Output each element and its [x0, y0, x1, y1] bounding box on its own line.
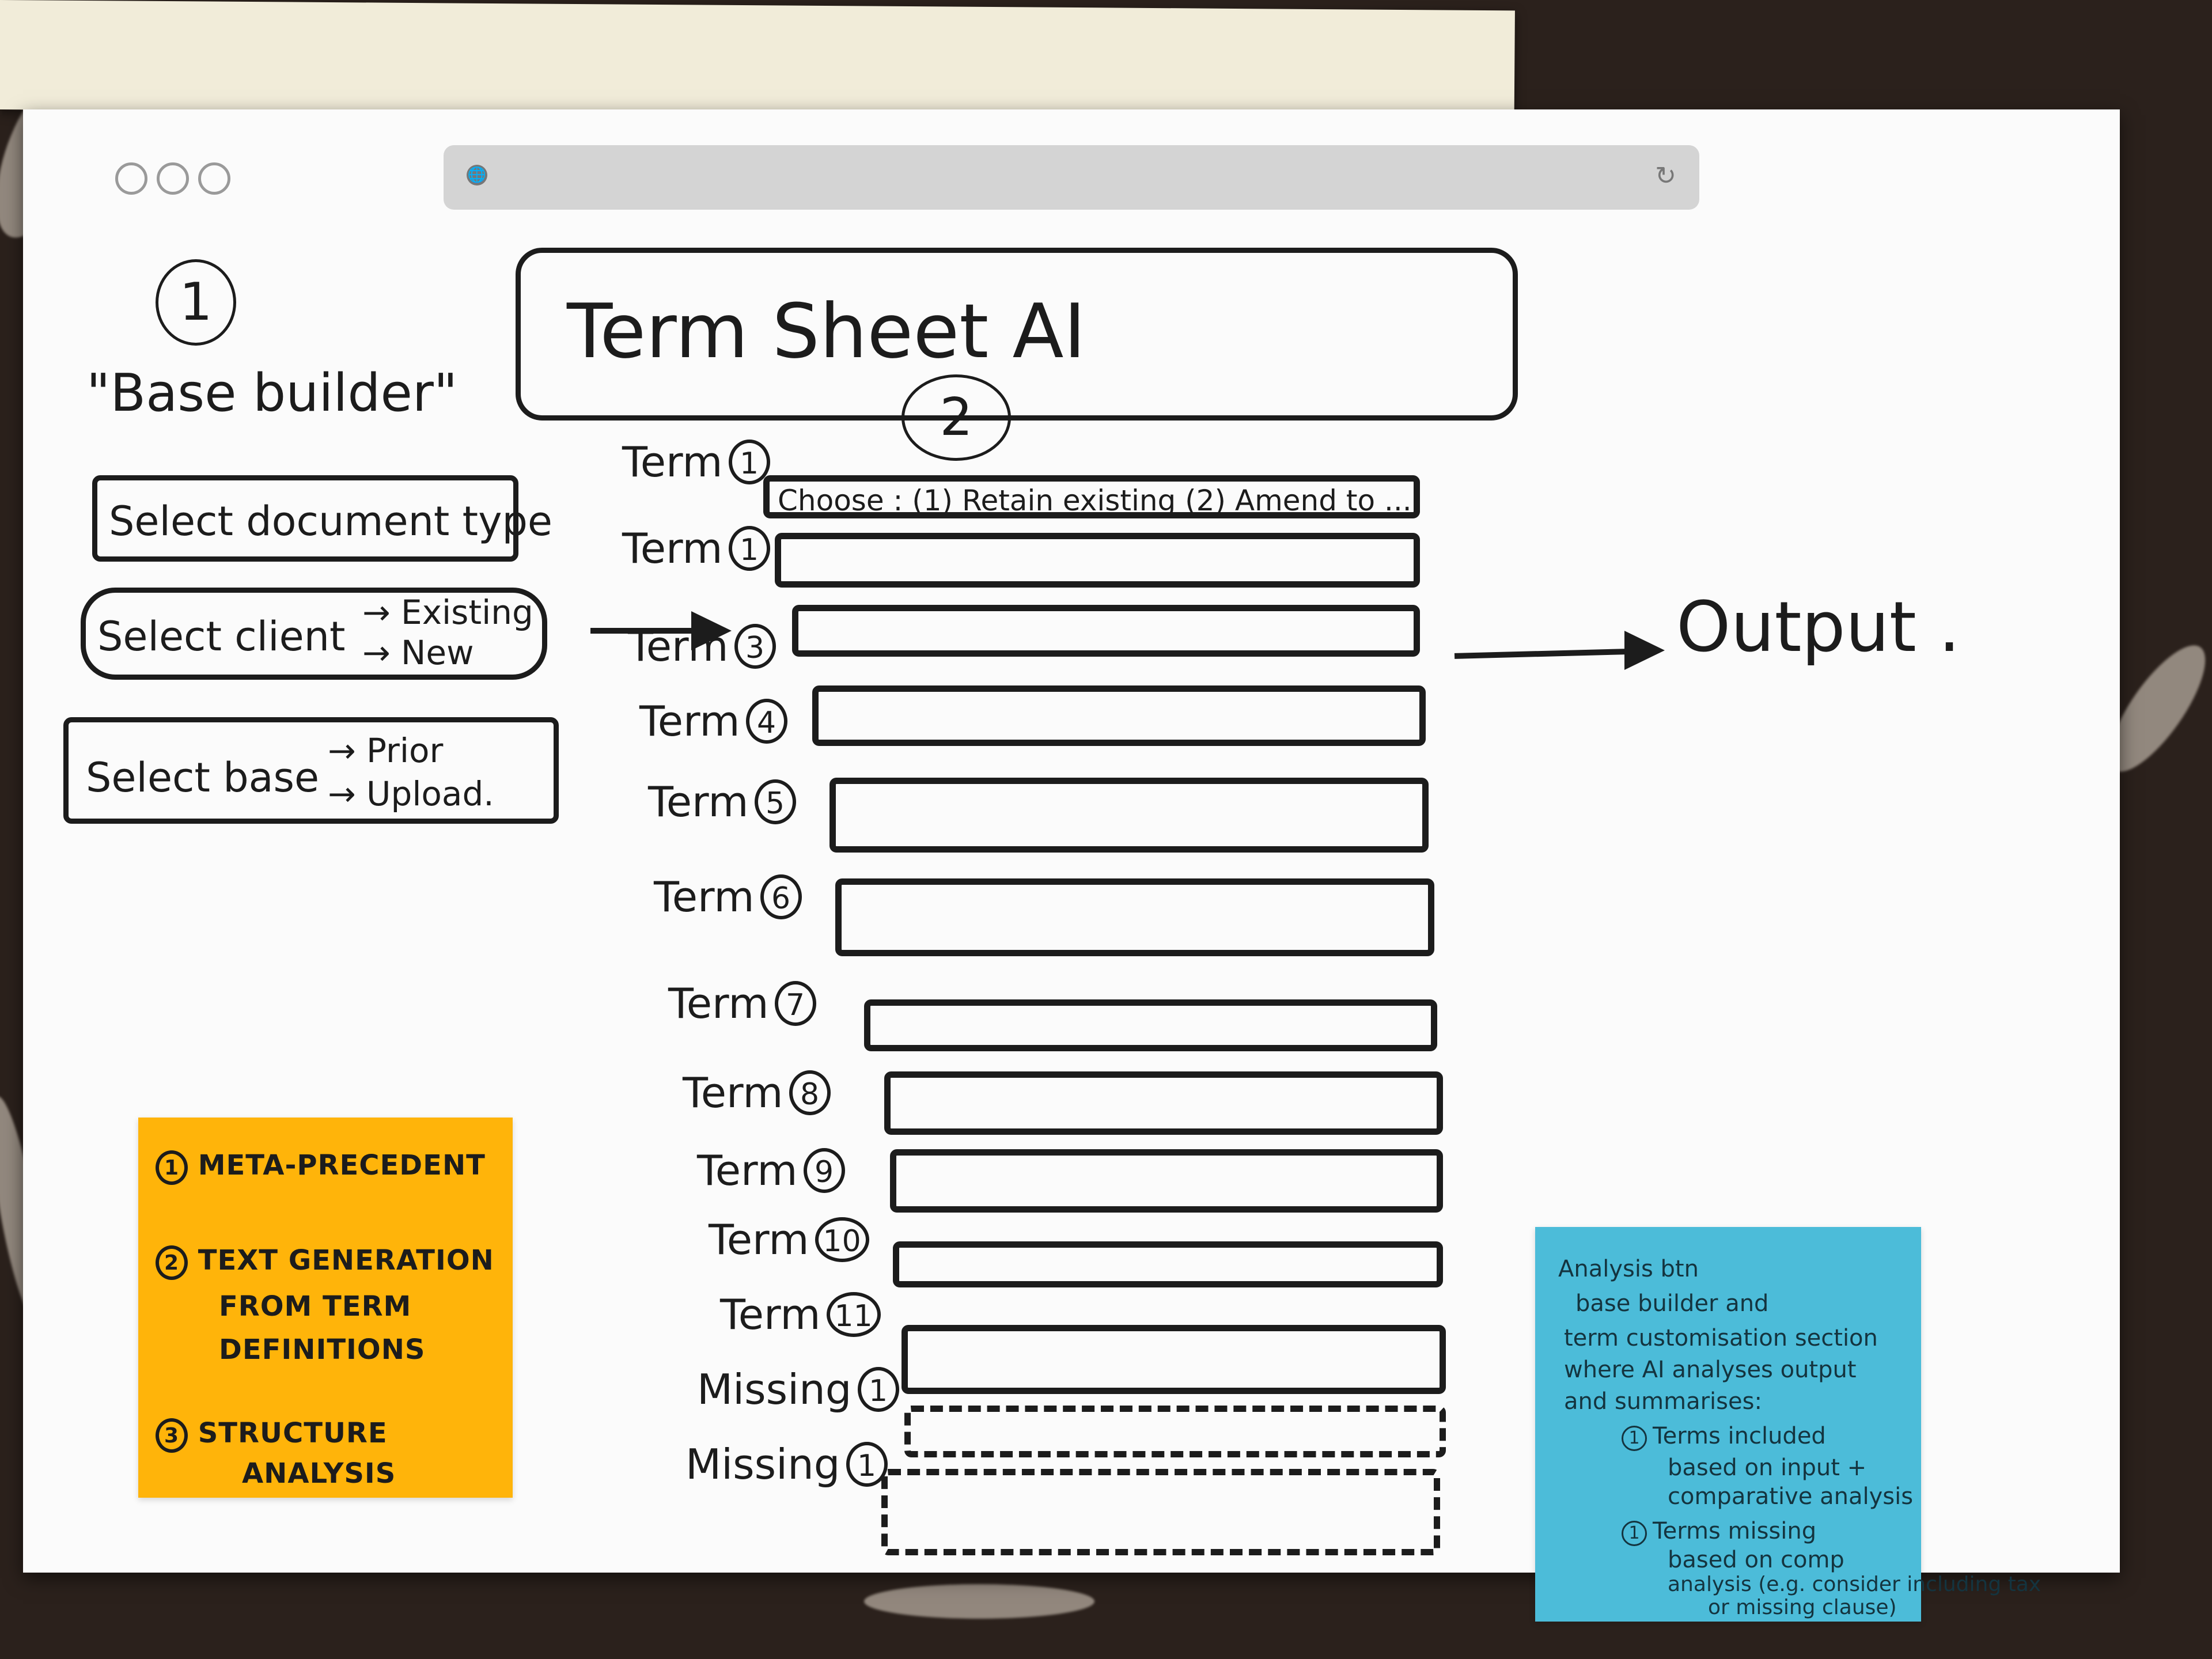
term-field[interactable]: Choose : (1) Retain existing (2) Amend t… — [763, 475, 1421, 518]
window-minimize-button[interactable] — [157, 162, 189, 195]
term-field[interactable] — [792, 605, 1420, 657]
yellow-note-line: META-PRECEDENT — [198, 1149, 486, 1181]
yellow-note-line: TEXT GENERATION — [198, 1244, 494, 1277]
missing-term-field[interactable] — [904, 1406, 1446, 1457]
arrow-to-terms — [590, 628, 694, 634]
blue-note-line: Terms missing — [1653, 1518, 1817, 1544]
client-option-new-label: New — [401, 633, 474, 672]
select-document-type-button[interactable]: Select document type — [92, 475, 552, 562]
client-option-new[interactable]: → New — [362, 633, 474, 672]
reload-icon[interactable]: ↻ — [1655, 161, 1676, 191]
blue-note-line: or missing clause) — [1708, 1596, 1897, 1619]
sticky-note-blue: Analysis btn base builder and term custo… — [1535, 1227, 2041, 1622]
title-bar: Term Sheet AI — [516, 248, 1518, 421]
yellow-note-line: FROM TERM — [219, 1290, 412, 1323]
blue-note-line: and summarises: — [1564, 1388, 1762, 1415]
sketch-sheet: 🌐 ↻ 1 2 Term Sheet AI "Base builder" Sel… — [23, 109, 2120, 1622]
blue-note-line: base builder and — [1575, 1290, 1769, 1317]
term-field[interactable] — [902, 1325, 1446, 1394]
sticky-note-yellow: 1 META-PRECEDENT 2 TEXT GENERATION FROM … — [138, 1118, 513, 1498]
globe-icon: 🌐 — [467, 165, 487, 185]
blue-note-line: where AI analyses output — [1564, 1357, 1857, 1383]
arrow-to-terms-head — [691, 611, 732, 650]
select-client-button[interactable]: Select client → Existing → New — [81, 588, 547, 680]
term-field[interactable] — [890, 1149, 1443, 1213]
select-client-label: Select client — [97, 613, 346, 660]
arrow-to-output-head — [1624, 631, 1665, 670]
base-option-prior-label: Prior — [366, 731, 444, 770]
blue-note-line: based on comp — [1668, 1547, 1844, 1573]
missing-term-field[interactable] — [881, 1469, 1440, 1555]
url-bar[interactable]: 🌐 ↻ — [444, 145, 1699, 210]
blue-note-line: comparative analysis — [1668, 1483, 1914, 1510]
blue-note-line: Analysis btn — [1558, 1256, 1699, 1282]
term-field[interactable] — [830, 778, 1429, 853]
background-paper — [0, 0, 1515, 120]
step-1-marker: 1 — [156, 259, 236, 346]
page-title: Term Sheet AI — [567, 287, 1086, 375]
term-choice-text: Choose : (1) Retain existing (2) Amend t… — [778, 484, 1421, 517]
yellow-note-line: DEFINITIONS — [219, 1334, 426, 1366]
yellow-note-line: ANALYSIS — [242, 1457, 396, 1490]
base-option-prior[interactable]: → Prior — [328, 731, 444, 770]
window-maximize-button[interactable] — [198, 162, 230, 195]
yellow-note-line: STRUCTURE — [198, 1417, 388, 1449]
term-field[interactable] — [893, 1241, 1443, 1287]
base-option-upload[interactable]: → Upload. — [328, 774, 494, 813]
arrow-to-output — [1454, 649, 1628, 659]
term-field[interactable] — [835, 878, 1434, 956]
blue-note-line: term customisation section — [1564, 1325, 1878, 1351]
client-option-existing-label: Existing — [401, 593, 533, 632]
blue-note-line: analysis (e.g. consider including tax — [1668, 1573, 2041, 1596]
base-option-upload-label: Upload. — [366, 774, 494, 813]
term-field[interactable] — [812, 685, 1426, 746]
client-option-existing[interactable]: → Existing — [362, 593, 533, 632]
term-field[interactable] — [884, 1071, 1443, 1135]
select-base-button[interactable]: Select base → Prior → Upload. — [63, 717, 559, 824]
marble-vein — [864, 1584, 1094, 1619]
select-base-label: Select base — [86, 754, 320, 801]
term-field[interactable] — [775, 533, 1420, 588]
blue-note-line: Terms included — [1653, 1423, 1826, 1449]
window-close-button[interactable] — [115, 162, 147, 195]
term-field[interactable] — [864, 999, 1437, 1051]
output-label: Output . — [1676, 588, 1961, 668]
blue-note-line: based on input + — [1668, 1455, 1867, 1481]
select-document-type-label: Select document type — [109, 498, 552, 545]
base-builder-heading: "Base builder" — [86, 363, 458, 423]
